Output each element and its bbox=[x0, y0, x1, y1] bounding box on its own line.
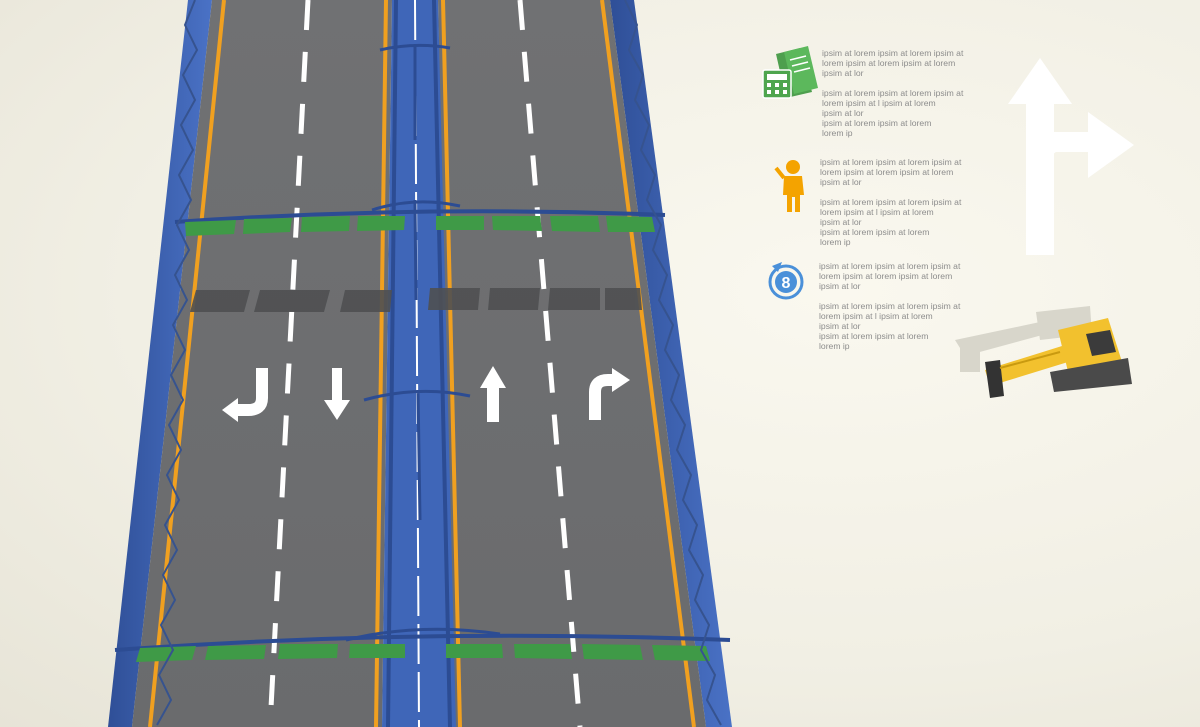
right-carriageway bbox=[438, 0, 706, 727]
gantry-shadow bbox=[190, 288, 642, 312]
road-arrow-straight-down-icon bbox=[324, 368, 350, 420]
cycle-eight-icon: 8 bbox=[768, 262, 804, 300]
lane-marking-left bbox=[267, 0, 311, 727]
median-edge-right bbox=[432, 0, 452, 727]
info-text-3b: ipsim at lorem ipsim at lorem ipsim at l… bbox=[819, 301, 961, 351]
road-arrow-straight-up-icon bbox=[480, 366, 506, 422]
info-text-1a: ipsim at lorem ipsim at lorem ipsim at l… bbox=[822, 48, 964, 78]
left-outer-rail bbox=[108, 0, 212, 727]
left-carriageway bbox=[132, 0, 392, 727]
median-light-poles bbox=[345, 43, 501, 642]
turn-right-arrow-icon bbox=[1008, 58, 1134, 255]
info-text-2a: ipsim at lorem ipsim at lorem ipsim at l… bbox=[820, 157, 962, 187]
right-outer-rail bbox=[610, 0, 732, 727]
edge-line-right-outer bbox=[600, 0, 696, 727]
edge-line-left-outer bbox=[148, 0, 226, 727]
overhead-sign-gantry-top bbox=[174, 209, 666, 236]
document-calculator-icon bbox=[762, 46, 818, 99]
road-arrow-turn-left-icon bbox=[222, 368, 268, 422]
excavator-icon bbox=[955, 306, 1132, 398]
cycle-eight-label: 8 bbox=[782, 275, 791, 292]
edge-line-left-inner bbox=[374, 0, 388, 727]
worker-icon bbox=[774, 160, 804, 212]
info-text-3a: ipsim at lorem ipsim at lorem ipsim at l… bbox=[819, 261, 961, 291]
median-edge-left bbox=[386, 0, 398, 727]
overhead-sign-gantry-bottom bbox=[114, 633, 731, 662]
road-arrow-turn-right-icon bbox=[589, 368, 630, 420]
info-text-2b: ipsim at lorem ipsim at lorem ipsim at l… bbox=[820, 197, 962, 247]
side-fence-left bbox=[156, 0, 199, 726]
info-text-1b: ipsim at lorem ipsim at lorem ipsim at l… bbox=[822, 88, 964, 138]
side-fence-right bbox=[624, 0, 722, 726]
edge-line-right-inner bbox=[441, 0, 462, 727]
lane-marking-right bbox=[517, 0, 583, 727]
